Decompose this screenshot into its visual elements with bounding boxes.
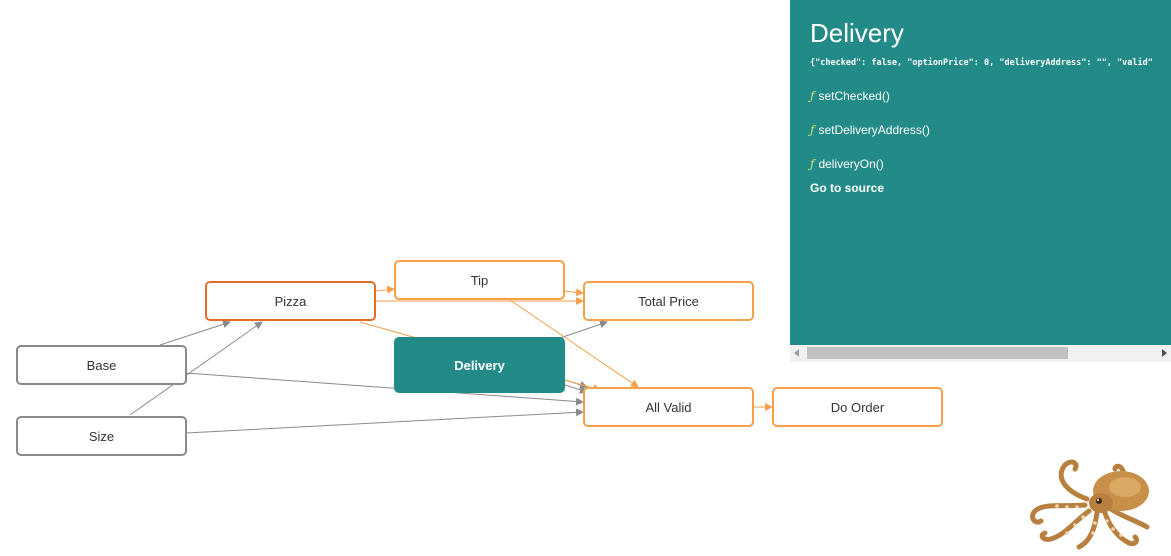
scroll-left-arrow-icon[interactable]	[794, 349, 799, 357]
function-label: setChecked()	[818, 89, 890, 103]
dependency-graph-edges	[129, 285, 773, 434]
function-label: deliveryOn()	[818, 157, 884, 171]
panel-title: Delivery	[810, 18, 904, 48]
function-icon: ƒ	[810, 157, 815, 171]
node-pizza[interactable]: Pizza	[205, 281, 376, 321]
function-label: setDeliveryAddress()	[818, 123, 930, 137]
state-json: {"checked": false, "optionPrice": 0, "de…	[810, 58, 1153, 68]
node-base[interactable]: Base	[16, 345, 187, 385]
edge-base-pizza	[159, 320, 231, 346]
edge-delivery-totalprice	[559, 320, 608, 339]
edge-tip-allvalid	[509, 299, 639, 388]
horizontal-scrollbar[interactable]	[790, 345, 1171, 362]
go-to-source-link[interactable]: Go to source	[810, 181, 885, 195]
inspector-panel: Delivery {"checked": false, "optionPrice…	[790, 0, 1171, 345]
octopus-mascot-icon	[1030, 459, 1150, 550]
node-total-price[interactable]: Total Price	[583, 281, 754, 321]
function-icon: ƒ	[810, 123, 815, 137]
node-delivery[interactable]: Delivery	[394, 337, 565, 393]
node-do-order[interactable]: Do Order	[772, 387, 943, 427]
edge-pizza-tip	[375, 285, 395, 294]
function-icon: ƒ	[810, 89, 815, 103]
scroll-thumb[interactable]	[807, 347, 1068, 359]
node-size[interactable]: Size	[16, 416, 187, 456]
node-tip[interactable]: Tip	[394, 260, 565, 300]
edge-size-pizza	[129, 321, 263, 416]
edge-tip-totalprice	[563, 288, 584, 297]
edge-size-allvalid	[185, 408, 584, 434]
edge-base-allvalid	[185, 372, 584, 406]
node-all-valid[interactable]: All Valid	[583, 387, 754, 427]
scroll-right-arrow-icon[interactable]	[1162, 349, 1167, 357]
